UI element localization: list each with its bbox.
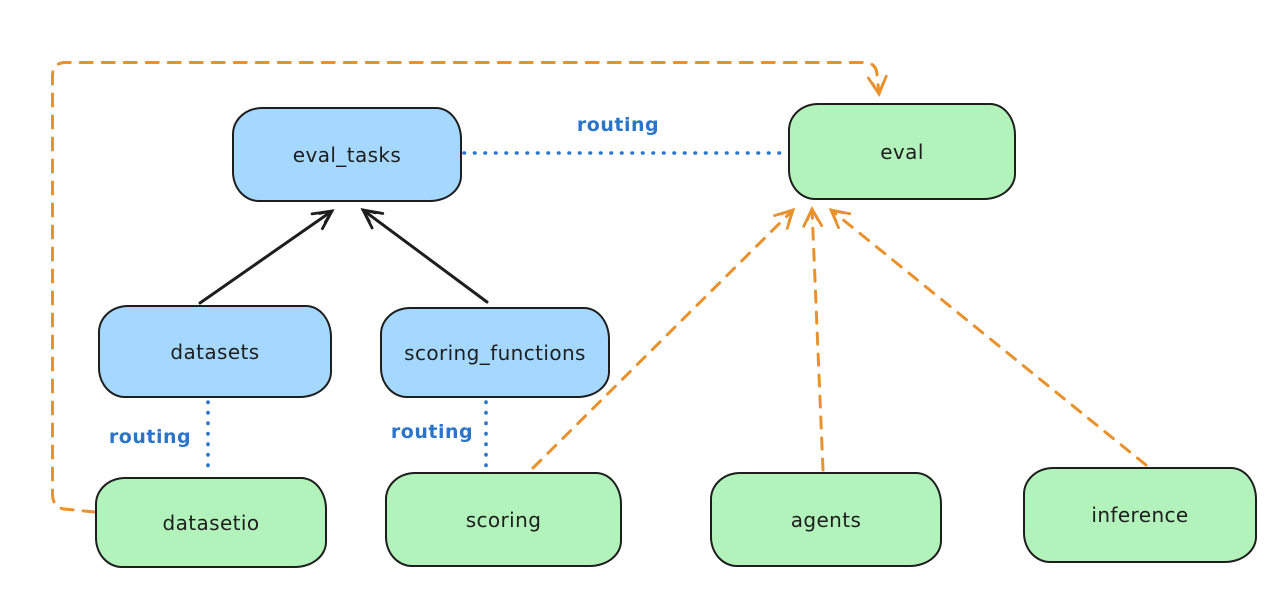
- routing-label-datasets-datasetio: routing: [108, 426, 192, 448]
- node-agents: agents: [710, 472, 942, 567]
- node-datasetio-label: datasetio: [162, 510, 260, 535]
- edge-datasetio-to-eval: [51, 61, 888, 514]
- routing-label-scoring-functions-scoring: routing: [390, 421, 474, 443]
- node-inference: inference: [1023, 467, 1257, 563]
- edge-datasets-to-eval-tasks: [198, 209, 335, 305]
- node-datasets-label: datasets: [170, 339, 260, 364]
- node-scoring-functions-label: scoring_functions: [404, 340, 586, 365]
- edge-scoring-to-eval: [531, 207, 796, 470]
- edge-inference-to-eval: [828, 208, 1148, 467]
- node-datasets: datasets: [98, 305, 332, 398]
- node-eval-tasks: eval_tasks: [232, 107, 462, 202]
- node-eval-label: eval: [880, 139, 924, 164]
- node-scoring-functions: scoring_functions: [380, 307, 610, 398]
- node-eval: eval: [788, 103, 1016, 200]
- node-scoring-label: scoring: [465, 507, 542, 532]
- node-datasetio: datasetio: [95, 477, 327, 568]
- edge-agents-to-eval: [802, 206, 825, 472]
- node-scoring: scoring: [385, 472, 622, 567]
- node-inference-label: inference: [1091, 503, 1189, 527]
- node-agents-label: agents: [790, 507, 862, 532]
- node-eval-tasks-label: eval_tasks: [292, 142, 402, 167]
- routing-label-eval-tasks-eval: routing: [576, 114, 660, 136]
- edge-scoring-functions-to-eval-tasks: [360, 208, 489, 304]
